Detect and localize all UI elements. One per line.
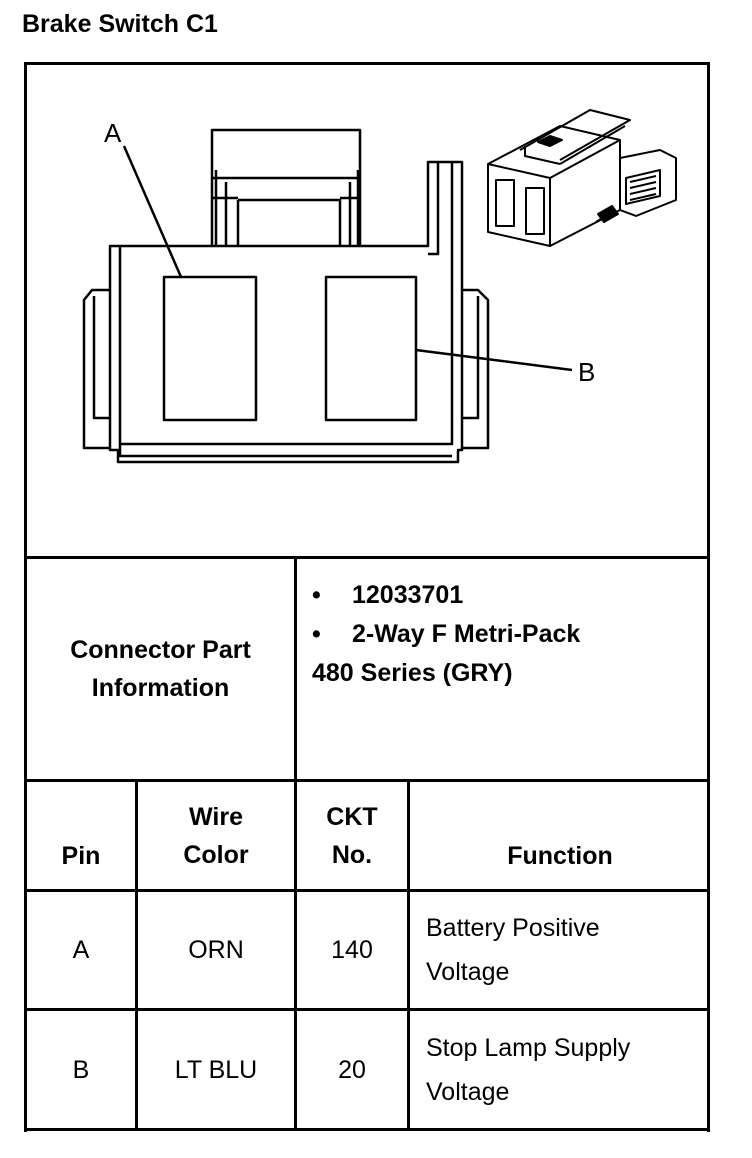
cavity-a [162, 275, 258, 422]
divider [24, 556, 710, 559]
bullet-icon: • [312, 620, 321, 648]
divider [24, 779, 710, 782]
table-row-a-pin: A [72, 936, 90, 964]
header-wire-color: Wire Color [183, 802, 249, 869]
connector-family: 2-Way F Metri-Pack [352, 620, 581, 648]
connector-latch [210, 128, 362, 246]
connector-series: 480 Series (GRY) [312, 659, 513, 687]
part-info-list: • 12033701 • 2-Way F Metri-Pack 480 Seri… [312, 576, 580, 693]
divider [407, 779, 410, 1131]
pin-a-label: A [104, 118, 122, 148]
table-row-a-wire-color: ORN [188, 936, 244, 964]
part-number: 12033701 [352, 581, 464, 609]
table-row-b-wire-color: LT BLU [174, 1055, 258, 1084]
list-item: • 12033701 [312, 576, 580, 615]
cavity-b [324, 275, 418, 422]
header-function: Function [507, 842, 613, 870]
table-row-b-pin: B [72, 1055, 90, 1084]
table-row-b-ckt: 20 [338, 1055, 366, 1084]
divider [24, 1008, 710, 1011]
divider [24, 1128, 710, 1131]
connector-table-frame [24, 62, 710, 1132]
page-title: Brake Switch C1 [22, 10, 218, 38]
divider [294, 556, 297, 1131]
part-info-heading-text: Connector Part Information [70, 636, 251, 702]
list-item: • 2-Way F Metri-Pack [312, 615, 580, 654]
connector-side-ear [462, 288, 490, 450]
connector-side-ear [82, 288, 110, 450]
bullet-icon: • [312, 581, 321, 609]
header-pin: Pin [61, 842, 101, 870]
pin-b-label: B [578, 357, 595, 387]
divider [24, 889, 710, 892]
table-row-a-function: Battery Positive Voltage [426, 914, 600, 986]
table-row-a-ckt: 140 [331, 936, 373, 964]
connector-diagram: A B [82, 109, 677, 464]
divider [135, 779, 138, 1131]
table-row-b-function: Stop Lamp Supply Voltage [426, 1034, 631, 1106]
connector-isometric-icon [487, 109, 677, 247]
header-ckt-no: CKT No. [326, 802, 378, 869]
part-info-heading: Connector Part Information [27, 559, 294, 779]
connector-body [108, 160, 464, 464]
